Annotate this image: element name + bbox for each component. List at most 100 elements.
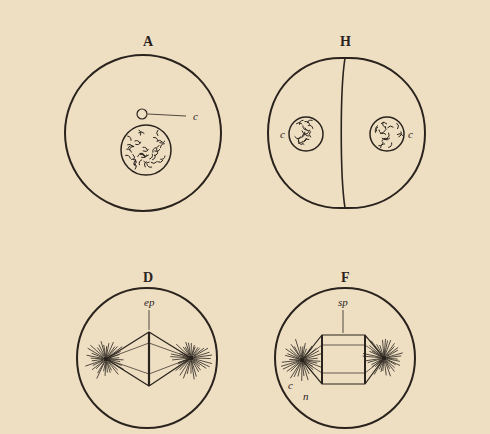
aster-ray bbox=[387, 356, 401, 358]
chromatin bbox=[147, 164, 152, 167]
leader-line bbox=[343, 310, 344, 333]
aster-ray bbox=[109, 358, 119, 359]
chromatin bbox=[134, 141, 140, 144]
aster-ray bbox=[109, 351, 121, 357]
aster-ray bbox=[304, 346, 312, 358]
leader-line bbox=[149, 310, 150, 330]
aster-ray bbox=[90, 345, 103, 357]
chromatin bbox=[302, 131, 304, 137]
chromatin bbox=[153, 137, 158, 141]
chromatin bbox=[140, 154, 145, 158]
aster-ray bbox=[108, 361, 118, 370]
chromatin bbox=[149, 154, 152, 159]
aster-ray bbox=[97, 362, 105, 379]
aster-ray bbox=[176, 360, 189, 371]
aster-ray bbox=[105, 362, 107, 376]
aster-ray bbox=[101, 341, 105, 356]
chromatin bbox=[375, 127, 378, 133]
aster-ray bbox=[194, 355, 212, 358]
aster-ray bbox=[366, 358, 381, 360]
aster-ray bbox=[108, 361, 118, 374]
chromatin bbox=[298, 140, 302, 144]
chromatin bbox=[387, 133, 389, 139]
aster-ray bbox=[371, 341, 382, 356]
chromatin bbox=[133, 154, 135, 160]
centrosome bbox=[189, 356, 194, 361]
chromatin bbox=[308, 125, 313, 128]
aster-ray bbox=[186, 342, 190, 355]
part-letter: n bbox=[302, 391, 310, 402]
centrosome bbox=[300, 358, 305, 363]
chromatin bbox=[126, 149, 131, 152]
nucleus bbox=[121, 125, 171, 175]
aster-ray bbox=[305, 358, 318, 359]
chromatin bbox=[144, 161, 146, 167]
chromatin bbox=[303, 125, 307, 129]
aster-ray bbox=[305, 353, 322, 359]
chromatin bbox=[382, 138, 387, 141]
aster-ray bbox=[385, 361, 391, 376]
part-letter: c bbox=[287, 380, 294, 391]
cell-outline bbox=[275, 288, 415, 428]
aster-ray bbox=[191, 361, 194, 379]
chromatin bbox=[309, 131, 311, 137]
aster-ray bbox=[190, 361, 191, 374]
aster-ray bbox=[384, 361, 386, 375]
chromatin bbox=[296, 123, 302, 125]
aster-ray bbox=[172, 358, 188, 360]
chromatin bbox=[381, 122, 387, 124]
nucleus bbox=[370, 117, 404, 151]
chromatin bbox=[125, 155, 130, 158]
chromatin bbox=[151, 162, 157, 164]
chromatin bbox=[143, 147, 148, 151]
aster-ray bbox=[108, 347, 122, 358]
daughter-plate bbox=[364, 335, 366, 384]
nucleus bbox=[289, 117, 323, 151]
aster-ray bbox=[178, 359, 189, 364]
aster-ray bbox=[387, 353, 403, 357]
leader-line bbox=[148, 114, 186, 116]
chromatin bbox=[381, 144, 385, 148]
figure-letter: A bbox=[143, 35, 153, 49]
aster-ray bbox=[282, 360, 299, 362]
chromatin bbox=[154, 149, 160, 151]
part-letter: c bbox=[279, 129, 286, 140]
chromatin bbox=[139, 160, 142, 165]
aster-ray bbox=[303, 363, 308, 380]
aster-ray bbox=[85, 360, 103, 366]
chromatin bbox=[134, 160, 136, 166]
aster-ray bbox=[104, 345, 106, 356]
chromatin bbox=[157, 160, 163, 162]
chromatin bbox=[397, 123, 399, 129]
aster-ray bbox=[194, 358, 211, 359]
figure-letter: D bbox=[143, 271, 153, 285]
chromatin bbox=[130, 147, 135, 151]
spindle bbox=[302, 335, 384, 384]
aster-ray bbox=[107, 362, 110, 373]
cell-outline bbox=[77, 288, 217, 428]
aster-ray bbox=[193, 348, 203, 356]
chromatin bbox=[387, 126, 393, 128]
figure-letter: F bbox=[341, 271, 350, 285]
chromatin bbox=[160, 156, 165, 160]
daughter-plate bbox=[321, 335, 323, 384]
chromatin bbox=[307, 120, 312, 123]
aster-ray bbox=[188, 343, 190, 355]
aster-ray bbox=[377, 344, 383, 355]
centrosome bbox=[104, 357, 109, 362]
cell-outline bbox=[268, 58, 425, 208]
chromatin bbox=[139, 130, 141, 136]
chromatin bbox=[380, 133, 386, 135]
aster-ray bbox=[109, 354, 120, 358]
chromatin bbox=[157, 130, 159, 136]
aster-ray bbox=[301, 347, 302, 357]
part-letter: c bbox=[192, 111, 199, 122]
figure-letter: H bbox=[340, 35, 351, 49]
aster-ray bbox=[106, 362, 107, 373]
cell-wall bbox=[341, 58, 345, 208]
chromatin bbox=[378, 142, 383, 146]
aster-ray bbox=[380, 345, 383, 355]
chromatin bbox=[135, 142, 140, 145]
aster-ray bbox=[92, 359, 103, 360]
